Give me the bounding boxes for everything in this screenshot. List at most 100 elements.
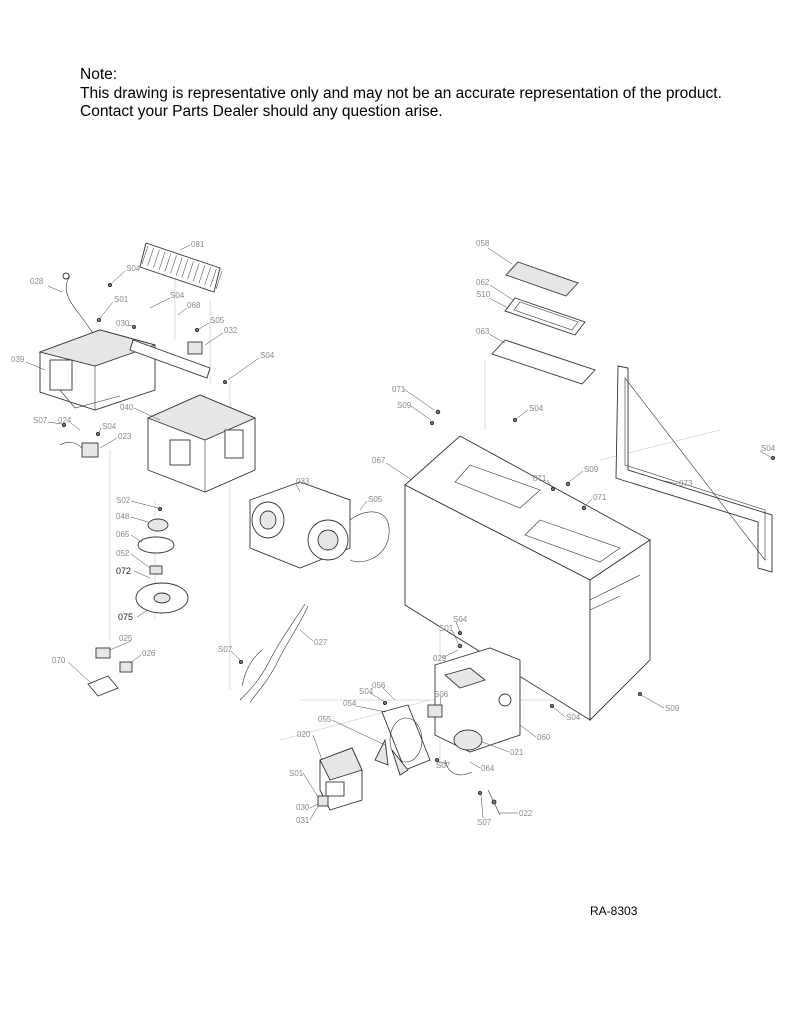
label-s07-a: S07 xyxy=(33,416,48,425)
label-021: 021 xyxy=(510,748,524,757)
label-028: 028 xyxy=(30,277,44,286)
label-030-b: 030 xyxy=(296,803,310,812)
label-068: 068 xyxy=(187,301,201,310)
label-026: 026 xyxy=(142,649,156,658)
part-030-031-thermal-fuse xyxy=(317,795,329,807)
label-020: 020 xyxy=(297,730,311,739)
part-081-grille xyxy=(139,242,223,293)
label-s09-a: S09 xyxy=(397,401,412,410)
label-s05-a: S05 xyxy=(210,316,225,325)
leader-lines xyxy=(25,244,773,821)
label-023: 023 xyxy=(118,432,132,441)
label-073: 073 xyxy=(679,479,693,488)
label-052: 052 xyxy=(116,549,130,558)
part-021-capacitor xyxy=(453,729,483,751)
grille-slat xyxy=(215,270,223,290)
note-line-2: Contact your Parts Dealer should any que… xyxy=(80,103,443,120)
part-068-rail xyxy=(129,339,211,379)
label-s07-c: S07 xyxy=(436,761,451,770)
label-032: 032 xyxy=(224,326,238,335)
label-s09-b: S09 xyxy=(584,465,599,474)
grille-slat xyxy=(192,263,200,282)
label-063: 063 xyxy=(476,327,490,336)
part-064-wire xyxy=(444,759,473,776)
label-s04-i: S04 xyxy=(566,713,581,722)
label-055: 055 xyxy=(318,715,332,724)
part-052-coupler xyxy=(149,565,163,575)
label-060: 060 xyxy=(537,733,551,742)
part-020-transformer xyxy=(319,747,363,811)
label-039: 039 xyxy=(11,355,25,364)
label-033: 033 xyxy=(296,477,310,486)
grille-slat xyxy=(170,255,177,274)
label-056: 056 xyxy=(372,681,386,690)
part-054-fan-shroud xyxy=(381,704,431,771)
grille-slat xyxy=(181,259,189,278)
label-031: 031 xyxy=(296,816,310,825)
part-040-blower-housing xyxy=(146,394,257,493)
label-s04-f: S04 xyxy=(761,444,776,453)
part-048-capacitor xyxy=(147,518,169,532)
grille-slat xyxy=(153,249,160,268)
label-s04-e: S04 xyxy=(529,404,544,413)
part-033-blower-motor xyxy=(249,481,390,569)
label-s10: S10 xyxy=(476,290,491,299)
label-s05-b: S05 xyxy=(368,495,383,504)
label-024: 024 xyxy=(58,416,72,425)
grille-slat xyxy=(147,247,154,267)
part-025-lamp xyxy=(95,647,111,659)
label-071-b: 071 xyxy=(533,474,547,483)
grille-slat xyxy=(204,267,211,286)
disclaimer-note: Note: This drawing is representative onl… xyxy=(80,66,722,122)
label-072: 072 xyxy=(116,566,131,576)
label-027: 027 xyxy=(314,638,328,647)
label-040: 040 xyxy=(120,403,134,412)
part-026-lamp-socket xyxy=(119,661,133,673)
label-070: 070 xyxy=(52,656,66,665)
label-s07-b: S07 xyxy=(218,645,233,654)
grille-slat xyxy=(187,261,194,280)
label-s01-a: S01 xyxy=(114,295,129,304)
drawing-reference-number: RA-8303 xyxy=(590,904,638,918)
grille-slat xyxy=(164,253,172,272)
label-025: 025 xyxy=(119,634,133,643)
grille-slat xyxy=(210,268,217,288)
part-063-mesh xyxy=(491,339,596,385)
label-054: 054 xyxy=(343,699,357,708)
part-labels: 081 028 S04 S01 030 S04 068 S05 032 039 … xyxy=(11,239,776,827)
label-064: 064 xyxy=(481,764,495,773)
label-s01-b: S01 xyxy=(439,624,454,633)
part-022-diode xyxy=(487,789,501,816)
label-s04-g: S04 xyxy=(453,615,468,624)
part-032-bracket xyxy=(187,341,203,355)
label-s07-d: S07 xyxy=(477,818,492,827)
label-s09-c: S09 xyxy=(665,704,680,713)
label-062: 062 xyxy=(476,278,490,287)
part-039-duct-housing xyxy=(38,329,157,411)
label-s06: S06 xyxy=(434,690,449,699)
part-023-switch xyxy=(59,441,99,458)
part-073-door-frame xyxy=(615,365,773,573)
label-s04-d: S04 xyxy=(102,422,117,431)
label-058: 058 xyxy=(476,239,490,248)
part-065-plate xyxy=(137,536,175,554)
label-075: 075 xyxy=(118,612,133,622)
label-s04-b: S04 xyxy=(170,291,185,300)
grille-slat xyxy=(175,257,183,276)
label-071-c: 071 xyxy=(593,493,607,502)
label-029: 029 xyxy=(433,654,447,663)
part-075-turntable xyxy=(135,582,189,614)
part-062-frame xyxy=(504,297,586,336)
grille-slat xyxy=(141,245,149,265)
label-022: 022 xyxy=(519,809,533,818)
grille-slat xyxy=(198,265,206,284)
label-s02: S02 xyxy=(116,496,131,505)
part-027-wire-harness xyxy=(239,603,309,703)
part-055-fan-blade xyxy=(374,738,409,776)
label-s04-c: S04 xyxy=(260,351,275,360)
part-058-filter xyxy=(505,261,579,297)
note-line-1: This drawing is representative only and … xyxy=(80,84,722,102)
part-067-main-cabinet xyxy=(404,435,651,722)
label-071-a: 071 xyxy=(392,385,406,394)
